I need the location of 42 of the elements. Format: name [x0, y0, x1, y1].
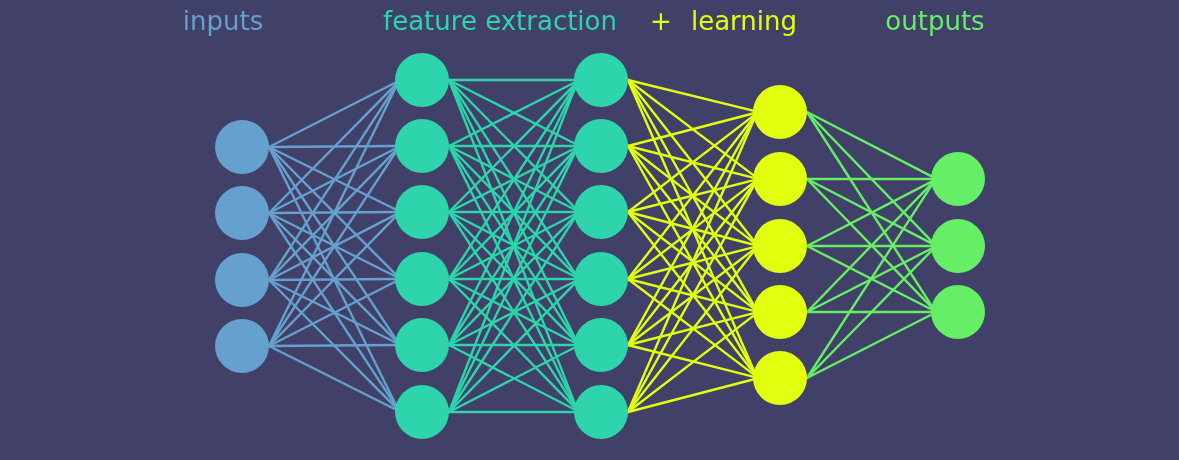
layer-label: inputs: [182, 6, 264, 36]
neuron-circle: [931, 219, 985, 273]
neuron-circle: [395, 318, 449, 372]
neuron-circle: [753, 285, 807, 339]
neuron-circle: [574, 385, 628, 439]
layer-label: feature extraction: [383, 6, 617, 36]
connection-line: [626, 378, 755, 414]
layer-label: outputs: [885, 6, 985, 36]
neuron-circle: [753, 85, 807, 139]
connection-line: [626, 78, 755, 112]
neuron-circle: [753, 351, 807, 405]
neuron-circle: [574, 119, 628, 173]
neuron-circle: [395, 53, 449, 107]
layer-label: learning: [690, 6, 798, 36]
neuron-circle: [395, 185, 449, 239]
neuron-circle: [215, 120, 269, 174]
connection-line: [805, 310, 933, 314]
neuron-circle: [753, 219, 807, 273]
plus-sign: +: [650, 6, 672, 36]
connection-line: [805, 313, 933, 380]
neuron-circle: [395, 119, 449, 173]
neuron-circle: [753, 152, 807, 206]
neuron-circle: [931, 152, 985, 206]
neuron-circle: [395, 252, 449, 306]
neuron-circle: [574, 185, 628, 239]
connection-line: [626, 114, 755, 214]
neuron-circle: [574, 53, 628, 107]
neuron-circle: [395, 385, 449, 439]
neuron-circle: [931, 285, 985, 339]
connection-line: [626, 343, 755, 378]
connection-line: [267, 81, 397, 149]
connection-line: [447, 410, 576, 414]
connection-line: [805, 110, 933, 178]
neuron-circle: [574, 252, 628, 306]
connection-line: [626, 112, 755, 148]
connection-line: [805, 110, 933, 307]
connection-line: [626, 277, 755, 376]
neuron-circle: [215, 319, 269, 373]
neuron-circle: [215, 186, 269, 240]
neuron-circle: [215, 253, 269, 307]
neuron-circle: [574, 318, 628, 372]
connection-line: [267, 344, 397, 411]
